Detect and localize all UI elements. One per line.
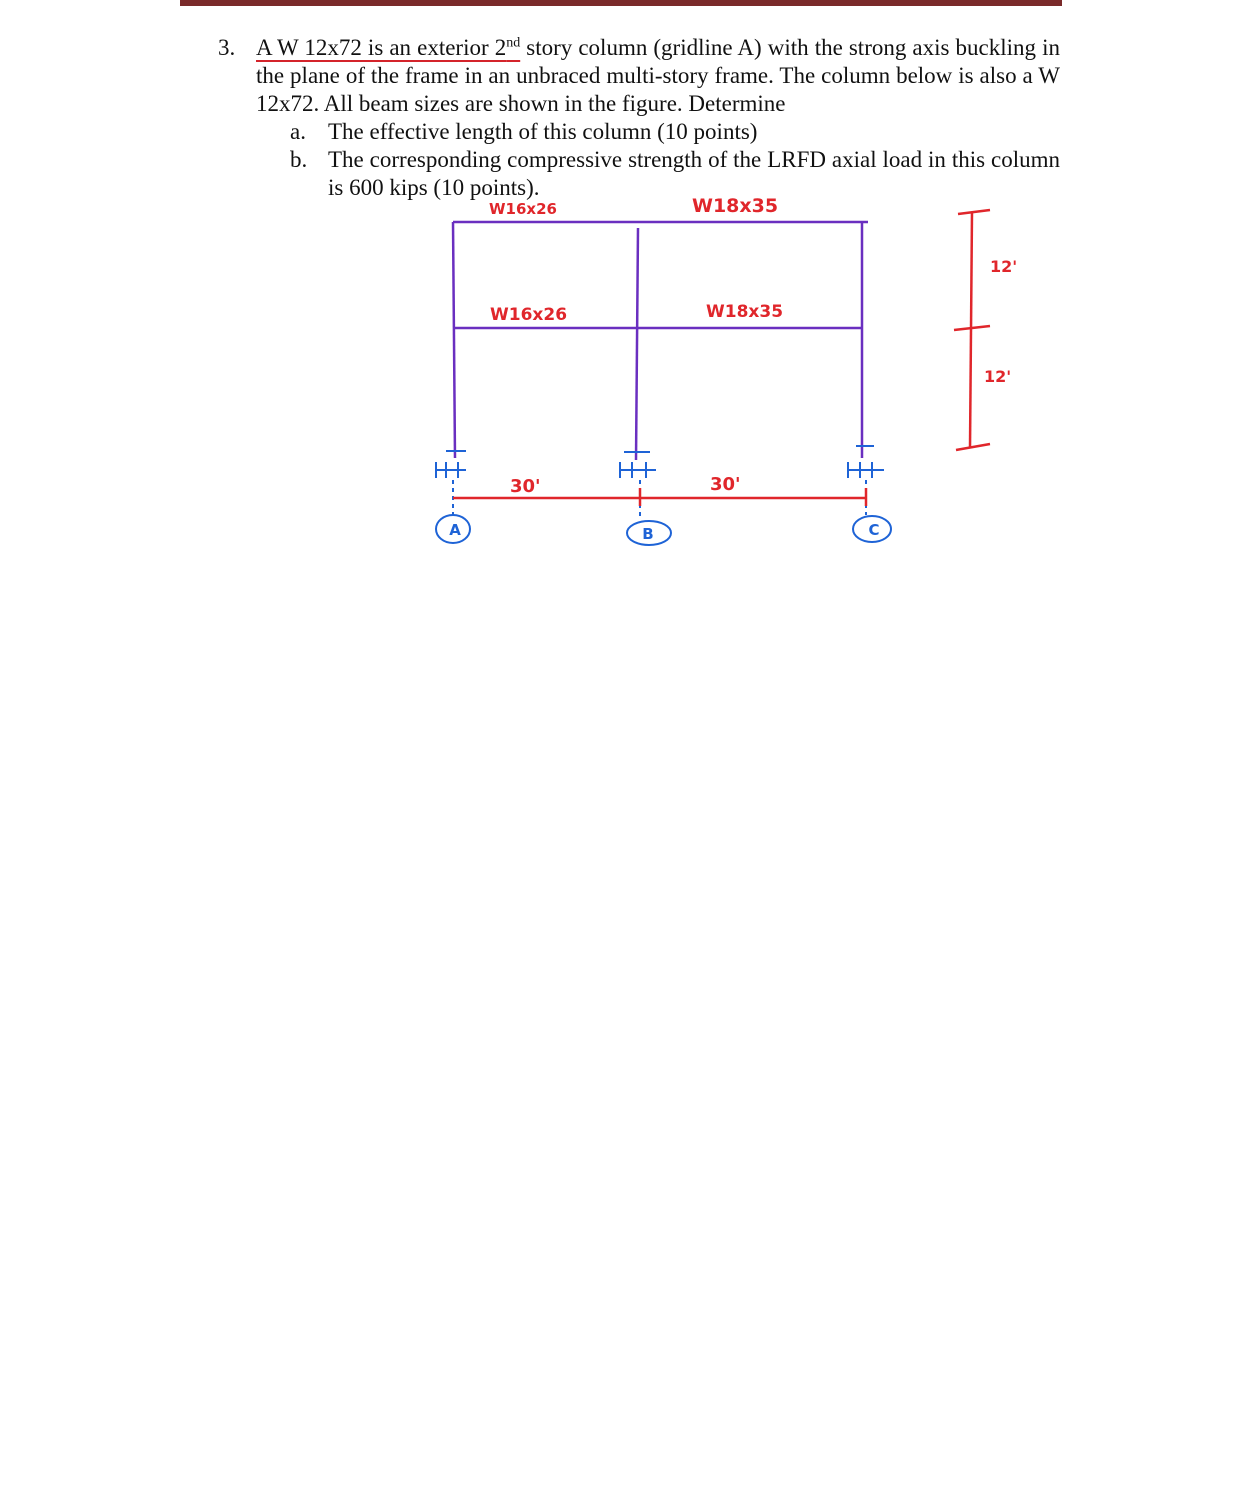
stem-superscript: nd: [506, 35, 521, 51]
column-b: [634, 227, 640, 461]
problem-number: 3.: [218, 35, 236, 60]
subquestion-b-letter: b.: [290, 147, 308, 172]
gridline-bubble-c: [852, 515, 892, 543]
column-base-symbols: [435, 445, 892, 546]
beam-label-top-left: W16x26: [489, 200, 557, 218]
gridline-label-a: A: [449, 521, 461, 539]
beam-label-top-right: W18x35: [692, 195, 778, 217]
problem-stem: 3. A W 12x72 is an exterior 2nd story co…: [218, 34, 1060, 118]
base-symbol-c: [847, 445, 884, 478]
gridline-bubble-a: [435, 514, 471, 544]
subquestion-b: b. The corresponding compressive strengt…: [290, 146, 1060, 202]
column-size-underline: A W 12x72 is an exterior 2nd: [256, 35, 520, 60]
height-tick-bottom: [955, 442, 991, 452]
gridline-bubble-b: [626, 520, 672, 546]
subquestion-a-text: The effective length of this column (10 …: [328, 119, 758, 144]
gridline-labels: A B C: [449, 521, 879, 543]
subquestion-a: a. The effective length of this column (…: [290, 118, 1060, 146]
story-height-lower: 12': [984, 367, 1011, 386]
span-label-right: 30': [710, 474, 741, 495]
beam-label-mid-right: W18x35: [706, 302, 783, 322]
problem-statement: 3. A W 12x72 is an exterior 2nd story co…: [218, 34, 1060, 202]
frame-members: [451, 220, 868, 461]
story-height-upper: 12': [990, 257, 1017, 276]
dimension-lines: [453, 208, 991, 506]
beam-label-mid-left: W16x26: [490, 305, 567, 325]
base-symbol-b: [619, 451, 656, 478]
height-tick-mid: [953, 324, 991, 332]
column-a: [451, 221, 457, 459]
height-tick-top: [957, 208, 991, 216]
span-label-left: 30': [510, 476, 541, 497]
top-rule: [180, 0, 1062, 6]
problem-text: A W 12x72 is an exterior 2nd story colum…: [256, 34, 1060, 118]
figure-labels: W16x26 W18x35 W16x26 W18x35 30' 30' 12' …: [489, 195, 1017, 497]
height-dimension-line: [968, 211, 974, 449]
subquestion-b-text: The corresponding compressive strength o…: [328, 147, 1060, 200]
gridline-label-c: C: [868, 521, 879, 539]
base-symbol-a: [435, 450, 466, 478]
subquestion-a-letter: a.: [290, 119, 306, 144]
gridline-label-b: B: [642, 525, 653, 543]
stem-part-1: A W 12x72 is an exterior 2: [256, 35, 507, 60]
stem-part-2: story column (gridline A) with the stron…: [256, 35, 1060, 116]
